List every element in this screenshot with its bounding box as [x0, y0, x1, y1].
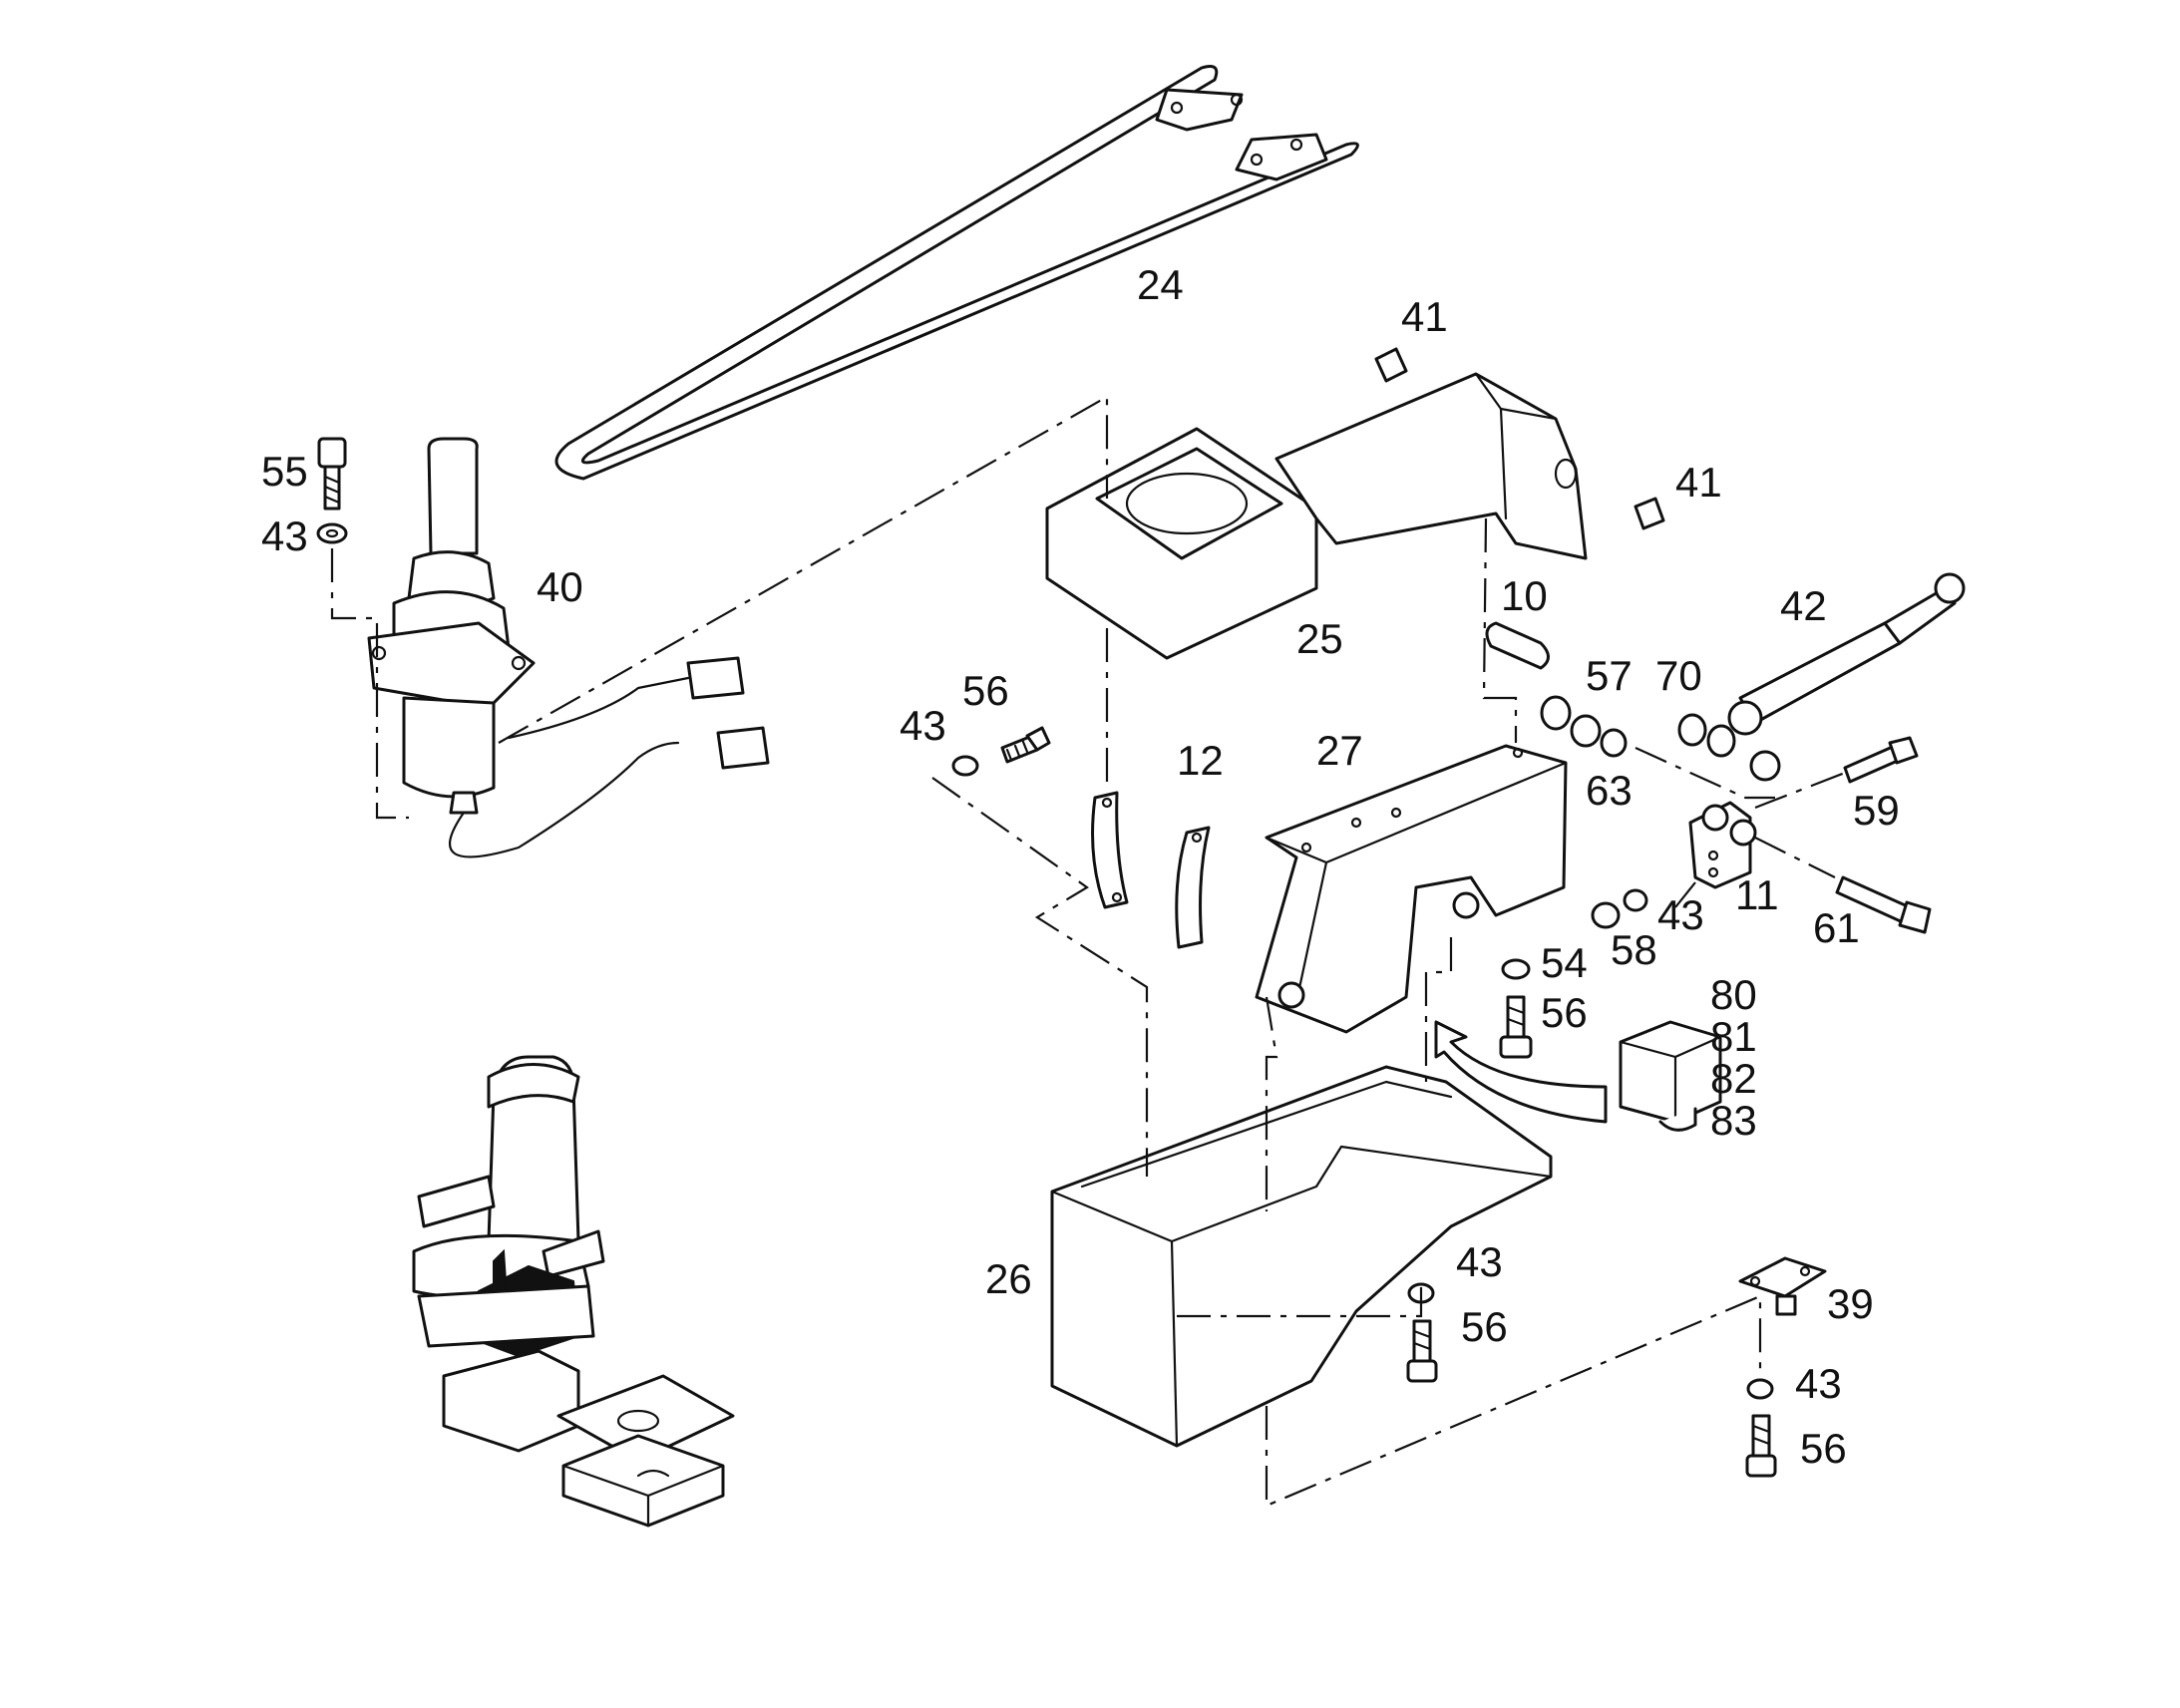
- callout-40: 40: [537, 563, 583, 610]
- part-24-guard-rail: [554, 65, 1359, 481]
- callout-labels: 24 41 41 55 43 40 10 42 25 57 70 56 43 1…: [261, 261, 1900, 1472]
- part-70-bushings: [1677, 713, 1781, 782]
- callout-43-right: 43: [1795, 1360, 1842, 1407]
- callout-42: 42: [1780, 582, 1827, 629]
- part-54-washer: [1501, 958, 1531, 980]
- callout-41-right: 41: [1675, 459, 1722, 506]
- callout-43-hinge: 43: [1657, 891, 1704, 938]
- part-56-screw-d: [1745, 1414, 1777, 1478]
- part-59-bolt: [1843, 736, 1919, 784]
- callout-58: 58: [1611, 926, 1657, 973]
- part-55-screw: [317, 437, 347, 511]
- part-41-bushing-b: [1634, 497, 1665, 530]
- callout-59: 59: [1853, 787, 1900, 834]
- callout-56-top: 56: [962, 667, 1009, 714]
- part-43-washer-e: [1746, 1378, 1774, 1400]
- seat-location-thumbnail: [412, 1055, 735, 1528]
- callout-11: 11: [1735, 871, 1779, 918]
- part-26-console-base: [1050, 1065, 1553, 1448]
- callout-43-left: 43: [900, 702, 946, 749]
- part-56-screw-a: [1000, 726, 1051, 764]
- callout-26: 26: [985, 1255, 1032, 1302]
- part-11-hinge: [1688, 801, 1757, 889]
- callout-81: 81: [1710, 1013, 1757, 1060]
- part-57-bushing: [1540, 695, 1572, 731]
- callout-12: 12: [1177, 737, 1224, 784]
- part-12-straps: [1091, 791, 1211, 949]
- callout-56-right: 56: [1800, 1425, 1847, 1472]
- callout-55: 55: [261, 448, 308, 495]
- callout-25: 25: [1296, 615, 1343, 662]
- part-80-83-control-block: [1619, 1020, 1722, 1132]
- part-27-bracket: [1255, 744, 1568, 1034]
- callout-56-bracket: 56: [1541, 989, 1588, 1036]
- callout-27: 27: [1316, 727, 1363, 774]
- callout-24: 24: [1137, 261, 1184, 308]
- part-43-washer-b: [951, 755, 979, 777]
- callout-41-top: 41: [1401, 293, 1448, 340]
- callout-82: 82: [1710, 1055, 1757, 1102]
- part-10-spacer: [1485, 621, 1550, 670]
- part-43-washer-a: [316, 522, 348, 544]
- part-58-nut: [1591, 888, 1648, 929]
- part-61-bolt: [1835, 875, 1932, 934]
- callout-70: 70: [1655, 652, 1702, 699]
- part-63-washers: [1570, 714, 1628, 758]
- assembly-arrow: [1434, 1020, 1608, 1124]
- callout-57: 57: [1586, 652, 1633, 699]
- callout-10: 10: [1501, 572, 1548, 619]
- part-56-screw-b: [1499, 995, 1533, 1059]
- callout-80: 80: [1710, 971, 1757, 1018]
- callout-43-joystick: 43: [261, 512, 308, 559]
- part-56-screw-c: [1406, 1319, 1438, 1383]
- callout-39: 39: [1827, 1280, 1874, 1327]
- part-41-bushing-a: [1374, 347, 1408, 383]
- part-42-gas-strut: [1727, 572, 1966, 736]
- callout-63: 63: [1586, 767, 1633, 814]
- callout-56-base: 56: [1461, 1303, 1508, 1350]
- part-40-joystick: [367, 437, 770, 858]
- callout-61: 61: [1813, 904, 1860, 951]
- assembly-lines: [330, 395, 1846, 1508]
- part-39-plate: [1738, 1256, 1827, 1316]
- callout-43-base: 43: [1456, 1238, 1503, 1285]
- part-25-console-top: [1045, 372, 1588, 660]
- callout-83: 83: [1710, 1097, 1757, 1144]
- callout-54: 54: [1541, 939, 1588, 986]
